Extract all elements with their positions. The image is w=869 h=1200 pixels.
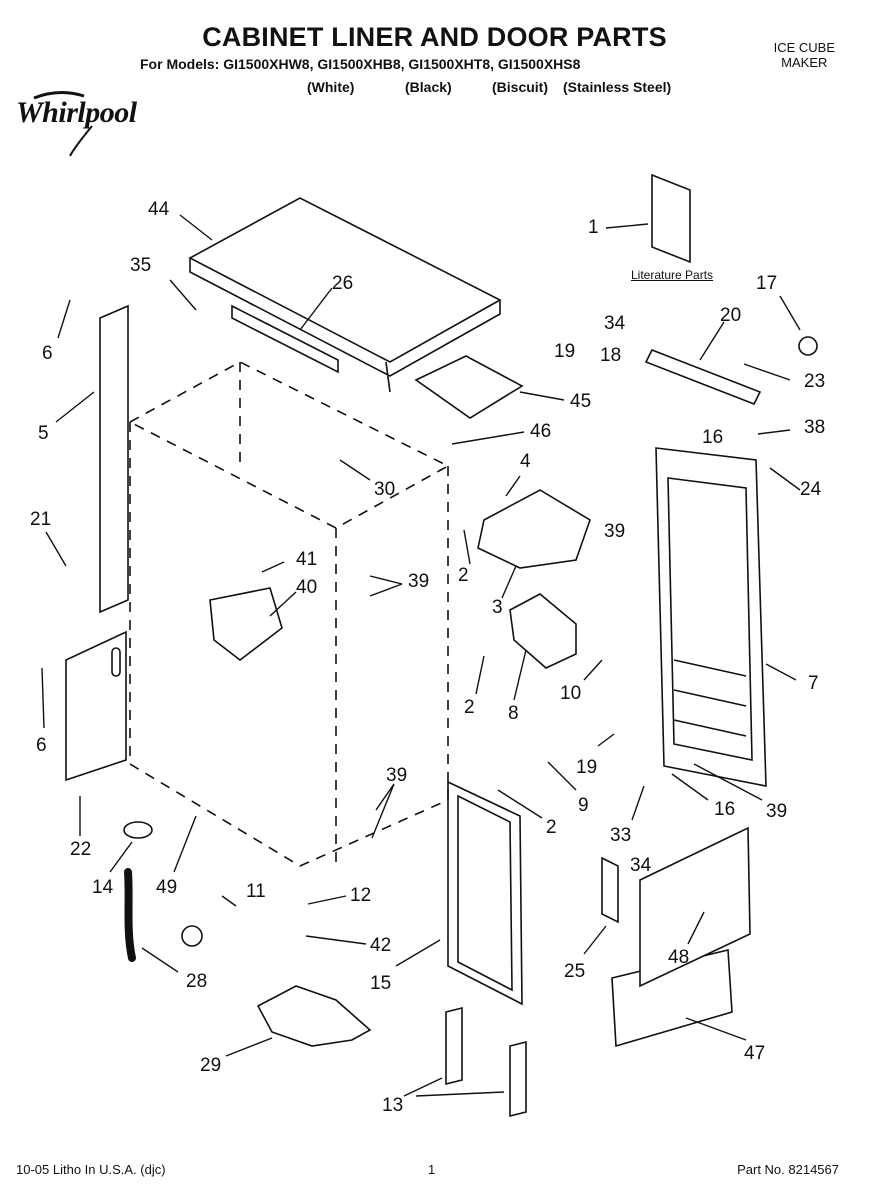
part-number: Part No. 8214567 <box>737 1162 839 1177</box>
callout-23: 23 <box>804 371 826 392</box>
part-door-strut-1 <box>673 659 747 677</box>
footer-print-info: 10-05 Litho In U.S.A. (djc) <box>16 1162 166 1177</box>
callout-20: 20 <box>720 305 742 326</box>
callout-39b: 39 <box>408 571 430 592</box>
callout-13: 13 <box>382 1095 404 1116</box>
callout-44: 44 <box>148 199 170 220</box>
callout-45: 45 <box>570 391 592 412</box>
callout-9: 9 <box>578 795 589 816</box>
callout-46: 46 <box>530 421 552 442</box>
part-rear-plate-slot <box>111 647 121 677</box>
callout-39: 39 <box>604 521 626 542</box>
callout-21: 21 <box>30 509 52 530</box>
callout-3: 3 <box>492 597 503 618</box>
part-door-inner <box>667 477 753 761</box>
callout-10: 10 <box>560 683 582 704</box>
part-door-strut-3 <box>673 719 747 737</box>
part-ice-scoop <box>256 985 372 1047</box>
callout-8: 8 <box>508 703 519 724</box>
part-drain-tube <box>124 868 136 962</box>
brand-logo: Whirlpool <box>16 96 137 129</box>
part-rear-plate <box>65 630 127 782</box>
variant-black: (Black) <box>405 79 452 95</box>
variant-white: (White) <box>307 79 355 95</box>
callout-49: 49 <box>156 877 178 898</box>
literature-parts-label: Literature Parts <box>631 268 714 282</box>
callout-19: 19 <box>554 341 576 362</box>
callout-4: 4 <box>520 451 531 472</box>
part-rail-2 <box>509 1040 527 1118</box>
part-top-cover-edge <box>189 258 501 377</box>
callout-15: 15 <box>370 973 392 994</box>
variant-stainless: (Stainless Steel) <box>563 79 672 95</box>
liner-outline-top <box>128 361 450 529</box>
callout-2: 2 <box>458 565 469 586</box>
part-back-panel <box>639 826 751 988</box>
callout-19b: 19 <box>576 757 598 778</box>
callout-16b: 16 <box>714 799 736 820</box>
callout-24: 24 <box>800 479 822 500</box>
callout-11: 11 <box>246 881 266 902</box>
callout-16: 16 <box>702 427 724 448</box>
callout-35: 35 <box>130 255 152 276</box>
callout-39d: 39 <box>766 801 788 822</box>
callout-41: 41 <box>296 549 318 570</box>
part-bracket <box>601 856 619 924</box>
brand-swoosh-icon <box>33 91 93 157</box>
callout-40: 40 <box>296 577 318 598</box>
callout-6b: 6 <box>36 735 47 756</box>
callout-42: 42 <box>370 935 392 956</box>
callout-48: 48 <box>668 947 690 968</box>
callout-47: 47 <box>744 1043 766 1064</box>
callout-34b: 34 <box>630 855 652 876</box>
callout-38: 38 <box>804 417 826 438</box>
callout-2c: 2 <box>546 817 557 838</box>
callout-1: 1 <box>588 217 599 238</box>
part-strip <box>231 304 339 374</box>
part-ice-shelf <box>477 489 591 569</box>
callout-5: 5 <box>38 423 49 444</box>
liner-outline-bottom <box>129 763 449 867</box>
part-deflector <box>209 587 283 662</box>
part-rail-1 <box>445 1006 463 1086</box>
callout-26: 26 <box>332 273 354 294</box>
callout-39c: 39 <box>386 765 408 786</box>
section-label: ICE CUBE MAKER <box>774 40 835 70</box>
part-door-gasket-inner <box>457 794 513 992</box>
section-line-1: ICE CUBE <box>773 40 835 55</box>
callout-7: 7 <box>808 673 819 694</box>
callout-29: 29 <box>200 1055 222 1076</box>
callout-14: 14 <box>92 877 114 898</box>
callout-34: 34 <box>604 313 626 334</box>
part-side-panel <box>99 304 129 614</box>
part-light-housing <box>509 593 577 669</box>
models-line: For Models: GI1500XHW8, GI1500XHB8, GI15… <box>140 56 581 72</box>
callout-12: 12 <box>350 885 372 906</box>
section-line-2: MAKER <box>781 55 828 70</box>
callout-17: 17 <box>756 273 778 294</box>
callout-33: 33 <box>610 825 632 846</box>
part-literature <box>651 173 691 264</box>
part-clamp <box>123 821 153 839</box>
part-hole-plug <box>798 336 818 356</box>
callout-22: 22 <box>70 839 92 860</box>
part-top-cover-flange <box>385 361 391 393</box>
callout-18: 18 <box>600 345 622 366</box>
part-door-strut-2 <box>673 689 747 707</box>
page-title: CABINET LINER AND DOOR PARTS <box>202 22 667 52</box>
part-pad <box>414 355 524 419</box>
page-number: 1 <box>428 1162 436 1177</box>
callout-6: 6 <box>42 343 53 364</box>
callout-30: 30 <box>374 479 396 500</box>
callout-25: 25 <box>564 961 586 982</box>
callout-2b: 2 <box>464 697 475 718</box>
part-hinge-bar <box>644 348 762 406</box>
callout-28: 28 <box>186 971 208 992</box>
part-knob <box>181 925 203 947</box>
variant-biscuit: (Biscuit) <box>492 79 548 95</box>
